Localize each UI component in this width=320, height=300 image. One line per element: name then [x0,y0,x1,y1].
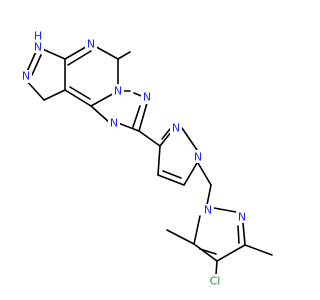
atom-n-pyrimidine-1-label: N [87,38,95,51]
atom-chlorine: Cl [206,274,224,288]
atom-nh-hydrogen: H [34,30,44,43]
atom-n-pyrazole-b-2-label: N [172,122,180,135]
atom-chlorine-label: Cl [210,275,221,288]
atom-n-pyrazole-2-label: N [22,70,30,83]
atom-n-pyrimidine-1: N [85,37,97,51]
molecule-structure: N H N N N N N N [20,30,273,288]
atom-n-pyrazole-c-1-label: N [204,204,212,217]
atom-n-triazole-4: N [108,117,120,130]
atom-n-triazole-4-label: N [110,117,118,130]
atom-labels: N H N N N N N N [20,30,248,288]
atom-n-pyrazole-c-1: N [202,204,214,217]
atom-n-pyrazole-b-1-label: N [194,151,202,164]
atom-n-pyrazole-c-2-label: N [238,211,246,224]
atom-n-triazole-bridge-label: N [114,85,122,98]
atom-n-pyrazole-2: N [20,70,32,83]
bond-lines [24,43,273,276]
atom-n-pyrazole-b-2: N [170,122,182,135]
atom-nh-hydrogen-label: H [34,30,42,43]
atom-n-h-pyrazole: N [32,40,44,54]
atom-n-pyrazole-b-1: N [192,150,204,164]
atom-n-triazole-2: N [141,91,153,104]
atom-n-triazole-2-label: N [143,91,151,104]
atom-n-h-pyrazole-label: N [34,41,42,54]
atom-n-triazole-bridge: N [112,84,124,98]
atom-n-pyrazole-c-2: N [236,210,248,224]
